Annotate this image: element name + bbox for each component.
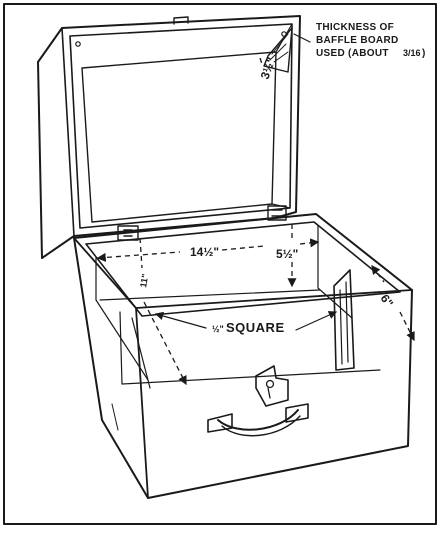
dimension-lines xyxy=(96,57,415,386)
divider-board xyxy=(333,269,355,371)
baffle-leader xyxy=(293,33,311,43)
baffle-note-line3: USED (ABOUT xyxy=(316,48,389,59)
height-dimension-label: 5½" xyxy=(276,247,298,261)
baffle-note-close: ) xyxy=(422,48,426,59)
square-leader-right xyxy=(295,311,338,331)
box-body xyxy=(73,213,413,499)
lid-catch-icon xyxy=(173,16,189,25)
picture-frame xyxy=(3,3,437,525)
square-fraction-label: ½" xyxy=(212,324,224,334)
baffle-board-strip xyxy=(263,27,293,73)
square-label: SQUARE xyxy=(226,320,285,335)
handle-icon xyxy=(207,403,309,437)
lid xyxy=(37,15,301,259)
baffle-note-fraction: 3/16 xyxy=(403,48,421,58)
square-leader-left xyxy=(154,311,207,329)
inner-dimension-label: 11" xyxy=(138,273,150,288)
hinge-icons xyxy=(117,205,287,241)
baffle-note-line1: THICKNESS OF xyxy=(316,22,394,33)
width-dimension-label: 14½" xyxy=(190,245,219,259)
hasp-icon xyxy=(255,365,289,407)
baffle-note-line2: BAFFLE BOARD xyxy=(316,35,398,46)
